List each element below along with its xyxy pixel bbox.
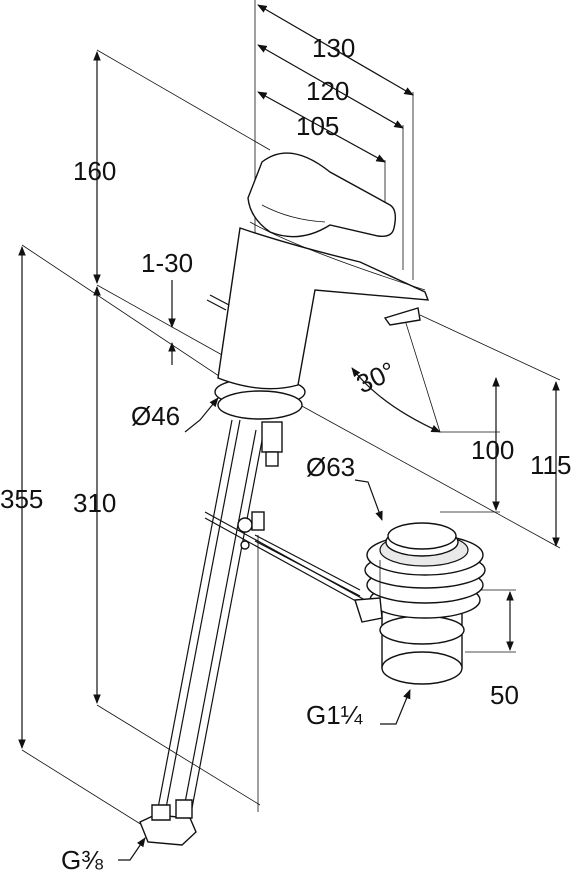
label-1-30: 1-30: [141, 248, 193, 278]
label-120: 120: [306, 76, 349, 106]
label-diameter-63: Ø63: [306, 452, 355, 482]
supply-hoses: [139, 419, 283, 846]
label-50: 50: [490, 680, 519, 710]
label-310: 310: [73, 488, 116, 518]
label-100: 100: [471, 435, 514, 465]
label-105: 105: [296, 111, 339, 141]
label-160: 160: [73, 156, 116, 186]
label-g-1-1-4: G1¼: [306, 700, 363, 730]
label-g-3-8: G⅜: [61, 845, 103, 875]
faucet-body: [206, 152, 430, 420]
label-115: 115: [530, 450, 571, 480]
dimension-lines: [18, 4, 560, 861]
label-diameter-46: Ø46: [131, 401, 180, 431]
label-130: 130: [312, 33, 355, 63]
popup-waste: [354, 522, 486, 685]
label-355: 355: [0, 484, 43, 514]
linkage-rod: [204, 511, 366, 607]
label-30-degrees: 30°: [352, 355, 400, 399]
dimension-labels: 130 120 105 160 1-30 30° Ø46 Ø63 100 115…: [0, 33, 571, 875]
